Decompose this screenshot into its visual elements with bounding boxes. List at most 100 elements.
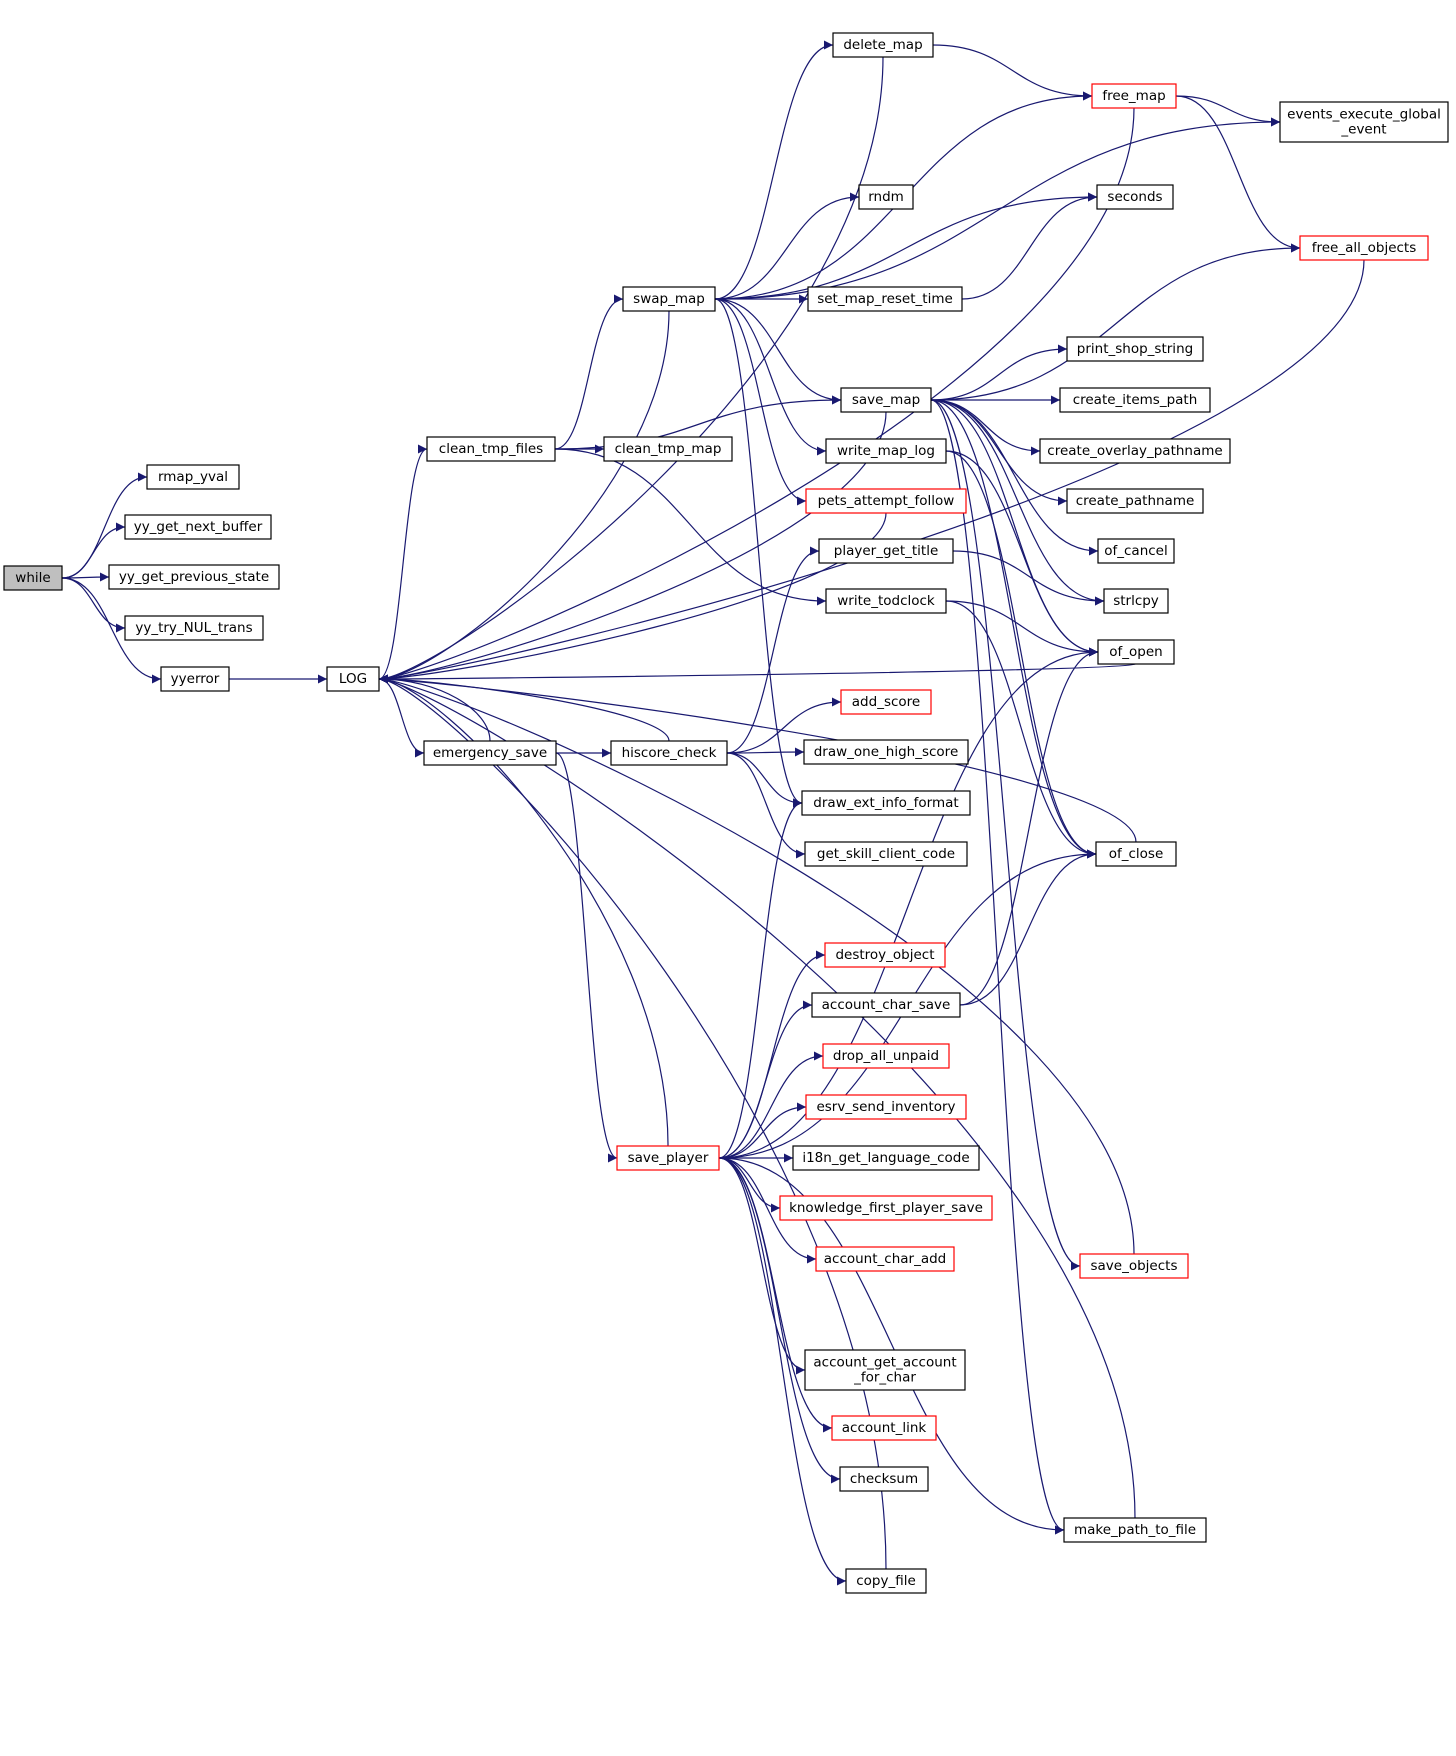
- edge-of-open-to-LOG: [378, 663, 1137, 684]
- node-write-todclock[interactable]: write_todclock: [825, 588, 947, 614]
- edge-save-map-to-of-cancel: [930, 399, 1099, 556]
- edge-swap-map-to-pets-attempt-follow: [714, 298, 807, 506]
- node-create-pathname[interactable]: create_pathname: [1066, 488, 1204, 514]
- node-events-execute-global-event[interactable]: events_execute_global_event: [1279, 101, 1449, 143]
- node-box: [1279, 101, 1449, 143]
- node-label: clean_tmp_files: [439, 441, 543, 457]
- node-of-open[interactable]: of_open: [1097, 639, 1175, 665]
- node-save-player[interactable]: save_player: [616, 1145, 720, 1171]
- node-delete-map[interactable]: delete_map: [832, 32, 934, 58]
- edge-hiscore-check-to-player-get-title: [726, 546, 820, 754]
- node-seconds[interactable]: seconds: [1096, 184, 1174, 210]
- node-swap-map[interactable]: swap_map: [622, 286, 716, 312]
- node-label: i18n_get_language_code: [802, 1150, 969, 1166]
- node-make-path-to-file[interactable]: make_path_to_file: [1063, 1517, 1207, 1543]
- node-rndm[interactable]: rndm: [858, 184, 914, 210]
- node-label: clean_tmp_map: [615, 441, 722, 457]
- node-label: draw_one_high_score: [814, 744, 959, 760]
- node-pets-attempt-follow[interactable]: pets_attempt_follow: [805, 488, 967, 514]
- node-label: make_path_to_file: [1074, 1522, 1196, 1538]
- node-label: yy_get_next_buffer: [134, 519, 263, 535]
- node-yy-get-previous-state[interactable]: yy_get_previous_state: [108, 564, 280, 590]
- node-box: [845, 1568, 927, 1594]
- node-yyerror[interactable]: yyerror: [160, 666, 230, 692]
- node-label: yy_get_previous_state: [119, 569, 269, 585]
- node-free-all-objects[interactable]: free_all_objects: [1299, 235, 1429, 261]
- node-free-map[interactable]: free_map: [1091, 83, 1177, 109]
- node-label: yy_try_NUL_trans: [135, 620, 252, 636]
- node-of-close[interactable]: of_close: [1095, 841, 1177, 867]
- edge-save-map-to-make-path-to-file: [930, 399, 1065, 1535]
- node-account-char-add[interactable]: account_char_add: [815, 1246, 955, 1272]
- node-label: yyerror: [171, 671, 220, 687]
- edge-free-all-objects-to-LOG: [378, 259, 1365, 684]
- edge-save-player-to-esrv-send-inventory: [718, 1102, 807, 1159]
- node-box: [1103, 588, 1169, 614]
- node-esrv-send-inventory[interactable]: esrv_send_inventory: [805, 1094, 967, 1120]
- node-rmap-yval[interactable]: rmap_yval: [146, 464, 240, 490]
- node-yy-try-NUL-trans[interactable]: yy_try_NUL_trans: [124, 615, 264, 641]
- node-label: rmap_yval: [158, 469, 228, 485]
- node-create-overlay-pathname[interactable]: create_overlay_pathname: [1039, 438, 1231, 464]
- node-i18n-get-language-code[interactable]: i18n_get_language_code: [792, 1145, 980, 1171]
- node-label: write_map_log: [837, 443, 935, 459]
- node-box: [832, 32, 934, 58]
- node-add-score[interactable]: add_score: [840, 689, 932, 715]
- node-label: while: [15, 570, 50, 586]
- node-box: [1091, 83, 1177, 109]
- edge-save-player-to-drop-all-unpaid: [718, 1051, 824, 1159]
- node-save-map[interactable]: save_map: [840, 387, 932, 413]
- node-knowledge-first-player-save[interactable]: knowledge_first_player_save: [779, 1195, 993, 1221]
- node-save-objects[interactable]: save_objects: [1079, 1253, 1189, 1279]
- node-emergency-save[interactable]: emergency_save: [423, 740, 557, 766]
- node-account-char-save[interactable]: account_char_save: [811, 992, 961, 1018]
- node-hiscore-check[interactable]: hiscore_check: [610, 740, 728, 766]
- edge-layer: [61, 40, 1365, 1586]
- node-player-get-title[interactable]: player_get_title: [818, 538, 954, 564]
- node-copy-file[interactable]: copy_file: [845, 1568, 927, 1594]
- node-box: [839, 1466, 929, 1492]
- edge-account-char-save-to-of-close: [959, 849, 1097, 1006]
- node-drop-all-unpaid[interactable]: drop_all_unpaid: [822, 1043, 950, 1069]
- node-box: [616, 1145, 720, 1171]
- node-account-get-account-for-char[interactable]: account_get_account_for_char: [804, 1349, 966, 1391]
- node-set-map-reset-time[interactable]: set_map_reset_time: [807, 286, 963, 312]
- node-of-cancel[interactable]: of_cancel: [1097, 538, 1175, 564]
- edge-emergency-save-to-save-player: [555, 752, 618, 1163]
- node-destroy-object[interactable]: destroy_object: [824, 942, 946, 968]
- edge-save-map-to-print-shop-string: [930, 344, 1068, 401]
- node-print-shop-string[interactable]: print_shop_string: [1066, 336, 1204, 362]
- node-create-items-path[interactable]: create_items_path: [1059, 387, 1211, 413]
- node-box: [622, 286, 716, 312]
- edge-save-map-to-free-all-objects: [930, 243, 1301, 401]
- node-yy-get-next-buffer[interactable]: yy_get_next_buffer: [124, 514, 272, 540]
- node-draw-ext-info-format[interactable]: draw_ext_info_format: [801, 790, 971, 816]
- edge-swap-map-to-LOG: [378, 310, 670, 684]
- node-checksum[interactable]: checksum: [839, 1466, 929, 1492]
- node-clean-tmp-files[interactable]: clean_tmp_files: [426, 436, 556, 462]
- node-box: [1079, 1253, 1189, 1279]
- node-while[interactable]: while: [3, 565, 63, 591]
- node-label: account_char_save: [822, 997, 951, 1013]
- node-account-link[interactable]: account_link: [831, 1415, 937, 1441]
- node-label: esrv_send_inventory: [816, 1099, 955, 1115]
- node-write-map-log[interactable]: write_map_log: [825, 438, 947, 464]
- edge-swap-map-to-save-map: [714, 298, 842, 405]
- node-label: draw_ext_info_format: [813, 795, 958, 811]
- node-box: [858, 184, 914, 210]
- node-label: LOG: [339, 671, 367, 687]
- edge-make-path-to-file-to-LOG: [378, 674, 1136, 1519]
- node-LOG[interactable]: LOG: [326, 666, 380, 692]
- node-box: [815, 1246, 955, 1272]
- node-label: seconds: [1107, 189, 1162, 205]
- node-box: [818, 538, 954, 564]
- node-label: destroy_object: [835, 947, 934, 963]
- node-draw-one-high-score[interactable]: draw_one_high_score: [803, 739, 969, 765]
- node-clean-tmp-map[interactable]: clean_tmp_map: [603, 436, 733, 462]
- node-strlcpy[interactable]: strlcpy: [1103, 588, 1169, 614]
- node-label: knowledge_first_player_save: [789, 1200, 983, 1216]
- node-box: [603, 436, 733, 462]
- node-box: [124, 615, 264, 641]
- node-get-skill-client-code[interactable]: get_skill_client_code: [804, 841, 968, 867]
- node-box: [804, 1349, 966, 1391]
